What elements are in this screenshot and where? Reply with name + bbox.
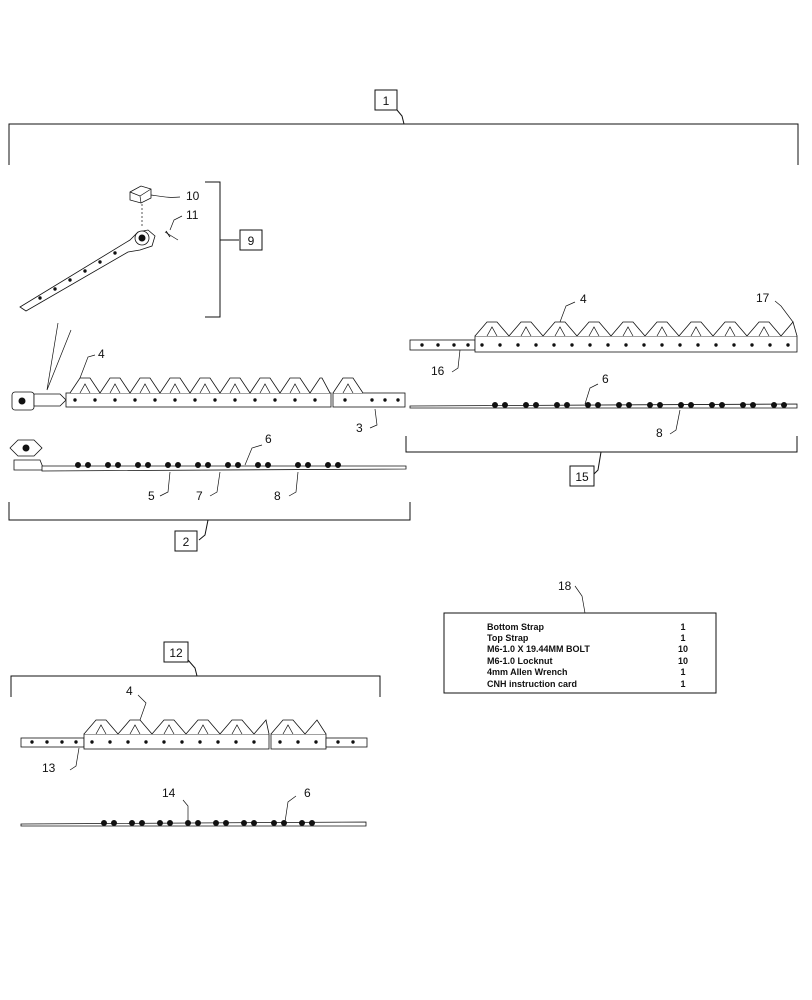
leader-4a xyxy=(79,354,96,379)
callout-6a[interactable]: 6 xyxy=(265,432,272,446)
callout-6b[interactable]: 6 xyxy=(602,372,609,386)
callout-9-label: 9 xyxy=(248,234,255,248)
leader-8b xyxy=(669,409,681,435)
bracket-12 xyxy=(10,659,381,697)
leader-3 xyxy=(369,408,378,429)
kit-item-qty: 1 xyxy=(680,667,685,677)
callout-15-label: 15 xyxy=(575,470,589,484)
callout-11[interactable]: 11 xyxy=(186,208,199,222)
kit-item-name: M6-1.0 Locknut xyxy=(487,656,553,666)
kit-table-rows: Bottom Strap 1 Top Strap 1 M6-1.0 X 19.4… xyxy=(487,622,688,689)
callout-15[interactable]: 15 xyxy=(569,465,595,487)
bracket-9 xyxy=(205,181,239,318)
leader-4b xyxy=(559,301,576,323)
leader-6a xyxy=(244,444,263,466)
callout-12[interactable]: 12 xyxy=(163,641,189,663)
callout-10[interactable]: 10 xyxy=(186,189,200,203)
kit-item-name: Top Strap xyxy=(487,633,529,643)
leader-7 xyxy=(209,471,221,497)
leader-6c xyxy=(284,795,297,823)
callout-13[interactable]: 13 xyxy=(42,761,56,775)
callout-5[interactable]: 5 xyxy=(148,489,155,503)
replacement-knife-top-view xyxy=(409,321,798,353)
kit-item-name: CNH instruction card xyxy=(487,679,577,689)
kit-item-name: Bottom Strap xyxy=(487,622,544,632)
bracket-15 xyxy=(405,436,798,475)
leader-4c xyxy=(137,694,147,721)
callout-8a[interactable]: 8 xyxy=(274,489,281,503)
callout-18[interactable]: 18 xyxy=(558,579,572,593)
callout-1[interactable]: 1 xyxy=(374,89,398,111)
leader-11 xyxy=(169,215,183,231)
kit-item-name: M6-1.0 X 19.44MM BOLT xyxy=(487,644,590,654)
leader-10 xyxy=(150,194,181,198)
bracket-1 xyxy=(8,109,799,165)
lower-knife-side-view xyxy=(20,820,367,827)
leader-18 xyxy=(574,585,586,614)
callout-8b[interactable]: 8 xyxy=(656,426,663,440)
kit-item-qty: 1 xyxy=(680,622,685,632)
callout-4b[interactable]: 4 xyxy=(580,292,587,306)
callout-16[interactable]: 16 xyxy=(431,364,445,378)
leader-8a xyxy=(288,471,299,497)
callout-12-label: 12 xyxy=(169,646,183,660)
callout-4c[interactable]: 4 xyxy=(126,684,133,698)
callout-4a[interactable]: 4 xyxy=(98,347,105,361)
pointer-lines xyxy=(46,322,72,391)
callout-2-label: 2 xyxy=(183,535,190,549)
kit-table xyxy=(443,612,717,694)
leader-16 xyxy=(451,349,461,373)
knife-head-drive-arm xyxy=(19,185,179,312)
kit-item-name: 4mm Allen Wrench xyxy=(487,667,568,677)
knife-top-view xyxy=(11,377,406,411)
leader-13 xyxy=(69,747,80,771)
callout-9[interactable]: 9 xyxy=(239,229,263,251)
leader-17 xyxy=(774,300,794,323)
kit-item-qty: 1 xyxy=(680,633,685,643)
callout-3[interactable]: 3 xyxy=(356,421,363,435)
kit-item-qty: 1 xyxy=(680,679,685,689)
callout-14[interactable]: 14 xyxy=(162,786,176,800)
lower-knife-top-view xyxy=(20,719,368,750)
callout-1-label: 1 xyxy=(383,94,390,108)
callout-6c[interactable]: 6 xyxy=(304,786,311,800)
bracket-2 xyxy=(8,502,411,541)
leader-14 xyxy=(182,799,189,822)
callout-2[interactable]: 2 xyxy=(174,530,198,552)
callout-17[interactable]: 17 xyxy=(756,291,770,305)
kit-item-qty: 10 xyxy=(678,656,688,666)
kit-item-qty: 10 xyxy=(678,644,688,654)
leader-6b xyxy=(584,383,599,405)
knife-side-view xyxy=(9,439,407,472)
leader-5 xyxy=(159,471,171,497)
callout-7[interactable]: 7 xyxy=(196,489,203,503)
replacement-knife-side-view xyxy=(409,402,798,409)
